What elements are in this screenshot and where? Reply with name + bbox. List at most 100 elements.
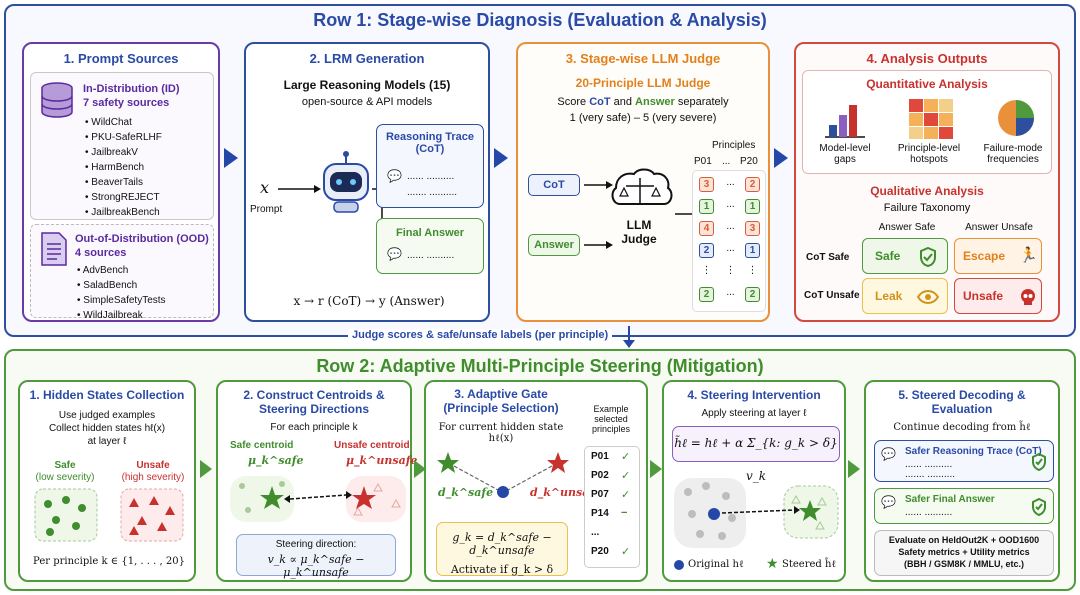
safe-label: Safe (54, 460, 76, 471)
answer-unsafe-label: Answer Unsafe (965, 222, 1033, 233)
lrm-title: 2. LRM Generation (309, 51, 425, 66)
list-item: BeaverTails (85, 175, 162, 190)
score-cell: 2 (699, 287, 714, 302)
arrow-right-icon (494, 148, 508, 168)
final-answer-title: Final Answer (395, 227, 465, 239)
connector-line (628, 326, 630, 342)
robot-icon (323, 151, 369, 213)
centroids-panel: 2. Construct Centroids & Steering Direct… (216, 380, 417, 582)
cot-unsafe-label: CoT Unsafe (804, 290, 860, 301)
running-person-icon: 🏃 (1019, 247, 1038, 264)
d-unsafe-label: d_k^unsafe (530, 486, 602, 499)
list-item: AdvBench (77, 263, 166, 278)
score-cell: 4 (699, 221, 714, 236)
list-item: SaladBench (77, 278, 166, 293)
trace-dots1: ...... .......... (407, 171, 455, 182)
score-ellipsis: ⋮ (725, 265, 736, 276)
reasoning-trace-box: Reasoning Trace (CoT) 💬 ...... .........… (376, 124, 484, 208)
safe-centroid-star-icon (260, 486, 284, 509)
steering-diagram (674, 478, 839, 548)
x-symbol: x (260, 178, 270, 197)
s5-title1: 5. Steered Decoding & (898, 388, 1026, 402)
lrm-generation-panel: 2. LRM Generation Large Reasoning Models… (244, 42, 490, 322)
unsafe-sub: (high severity) (121, 472, 185, 483)
s5-title2: Evaluation (931, 402, 993, 416)
analysis-title: 4. Analysis Outputs (866, 51, 988, 66)
safer-dots3: ...... .......... (905, 507, 953, 518)
eval2: Safety metrics + Utility metrics (898, 547, 1030, 557)
evaluation-box: Evaluate on HeldOut2K + OOD1600 Safety m… (874, 530, 1054, 576)
adaptive-gate-panel: 3. Adaptive Gate (Principle Selection) F… (424, 380, 648, 582)
principles-label: Principles (712, 140, 756, 151)
s3-title1: 3. Adaptive Gate (454, 387, 548, 401)
final-answer-box: Final Answer 💬 ...... .......... (376, 218, 484, 274)
safer-dots1: ...... .......... (905, 459, 953, 470)
eye-icon (917, 290, 939, 304)
centroid-diagram (230, 476, 406, 522)
eval3: (BBH / GSM8K / MMLU, etc.) (903, 559, 1024, 569)
gate-formula: g_k = d_k^safe − d_k^unsafe (452, 531, 552, 557)
llm-judge-panel: 3. Stage-wise LLM Judge 20-Principle LLM… (516, 42, 770, 322)
p01-label: P01 (694, 156, 712, 167)
selected-principles-list: P01✓P02✓P07✓P14−...P20✓ (584, 446, 640, 568)
s4-title: 4. Steering Intervention (687, 388, 821, 402)
list-item: JailbreakBench (85, 205, 162, 220)
s4-sub: Apply steering at layer ℓ (701, 408, 807, 419)
shield-check-icon (1032, 498, 1046, 516)
selected-principle-id: P02 (591, 470, 609, 481)
judge-sub-title: 20-Principle LLM Judge (575, 76, 711, 90)
chat-bubble-icon: 💬 (387, 247, 402, 261)
bar-chart-icon (825, 105, 865, 138)
check-icon: ✓ (621, 470, 631, 482)
score-cell: 3 (699, 177, 714, 192)
prompt-sources-title: 1. Prompt Sources (63, 51, 179, 66)
list-item: HarmBench (85, 160, 162, 175)
pie-chart-icon (998, 100, 1034, 136)
arrow-right-icon (200, 460, 212, 478)
score-cell: 1 (699, 199, 714, 214)
arrow-down-icon (623, 340, 635, 348)
unsafe-label: Unsafe (136, 460, 170, 471)
selected-principle-id: P07 (591, 489, 609, 500)
unsafe-centroid-star-icon (352, 486, 376, 509)
row2-title: Row 2: Adaptive Multi-Principle Steering… (316, 356, 764, 376)
skull-icon (1021, 289, 1035, 305)
score-ellipsis: ... (726, 199, 735, 210)
safer-trace-box: 💬 Safer Reasoning Trace (CoT) ...... ...… (874, 440, 1054, 482)
s2-title1: 2. Construct Centroids & (243, 388, 385, 402)
score-cell: 1 (745, 199, 760, 214)
dash-icon: − (621, 507, 628, 519)
safer-trace-title: Safer Reasoning Trace (CoT) (905, 446, 1042, 457)
check-icon: ✓ (621, 546, 631, 558)
judge-label1: LLM (626, 218, 652, 232)
steering-intervention-panel: 4. Steering Intervention Apply steering … (662, 380, 846, 582)
mu-unsafe-label: μ_k^unsafe (346, 454, 418, 467)
ood-title: Out-of-Distribution (OOD) (75, 233, 209, 245)
analysis-outputs-panel: 4. Analysis Outputs Quantitative Analysi… (794, 42, 1060, 322)
lrm-sub2: open-source & API models (301, 96, 433, 108)
selected-principle-id: P14 (591, 508, 609, 519)
s1-l2: Collect hidden states hℓ(x) (48, 423, 166, 434)
leak-cell: Leak (862, 278, 948, 314)
eval1: Evaluate on HeldOut2K + OOD1600 (888, 535, 1040, 545)
pdots-label: ... (722, 156, 731, 167)
safer-dots2: ....... .......... (905, 469, 956, 480)
safe-centroid-label: Safe centroid (230, 440, 294, 451)
p20-label: P20 (740, 156, 758, 167)
steered-star-icon: ★ (766, 555, 779, 571)
score-ellipsis: ... (726, 243, 735, 254)
safe-star-icon (437, 452, 459, 473)
score-cell: 2 (699, 243, 714, 258)
score-cell: ⋮ (701, 265, 712, 276)
s3-sub: For current hidden state hℓ(x) (438, 422, 564, 444)
score-ellipsis: ... (726, 221, 735, 232)
heatmap-icon (909, 99, 953, 139)
document-icon (41, 232, 67, 266)
row1-title: Row 1: Stage-wise Diagnosis (Evaluation … (313, 10, 767, 30)
safer-final-box: 💬 Safer Final Answer ...... .......... (874, 488, 1054, 524)
prompt-label: Prompt (250, 204, 283, 215)
